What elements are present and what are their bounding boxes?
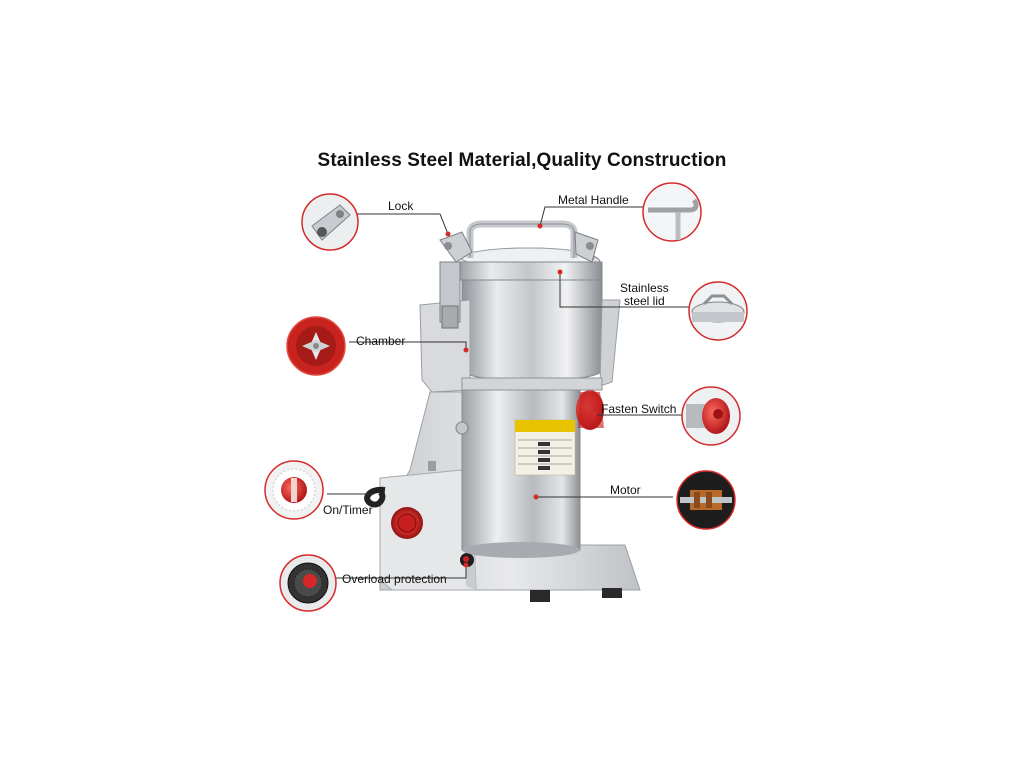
overload-button-icon [279, 554, 337, 612]
chamber-blade-icon [286, 316, 346, 376]
foot-left [530, 590, 550, 602]
callout-chamber: Chamber [356, 334, 406, 348]
foot-right [602, 588, 622, 598]
callout-motor: Motor [610, 483, 641, 497]
callout-on-timer: On/Timer [323, 503, 373, 517]
callout-stainless-lid-line2: steel lid [624, 294, 665, 308]
leader-lines [327, 206, 690, 579]
callout-fasten-switch: Fasten Switch [601, 402, 677, 416]
handle-icon [642, 182, 702, 242]
callout-overload-protection: Overload protection [342, 572, 447, 586]
motor-icon [676, 470, 736, 530]
callout-stainless-lid-line1: Stainless [620, 281, 669, 295]
callout-lock: Lock [388, 199, 414, 213]
page-title: Stainless Steel Material,Quality Constru… [317, 150, 727, 171]
callout-metal-handle: Metal Handle [558, 193, 629, 207]
timer-dial-icon [264, 460, 324, 520]
leader-dots [445, 223, 597, 568]
grinder-machine [364, 220, 641, 602]
lid-icon [688, 281, 748, 341]
fasten-knob-icon [681, 386, 741, 446]
lock-icon [301, 193, 359, 251]
